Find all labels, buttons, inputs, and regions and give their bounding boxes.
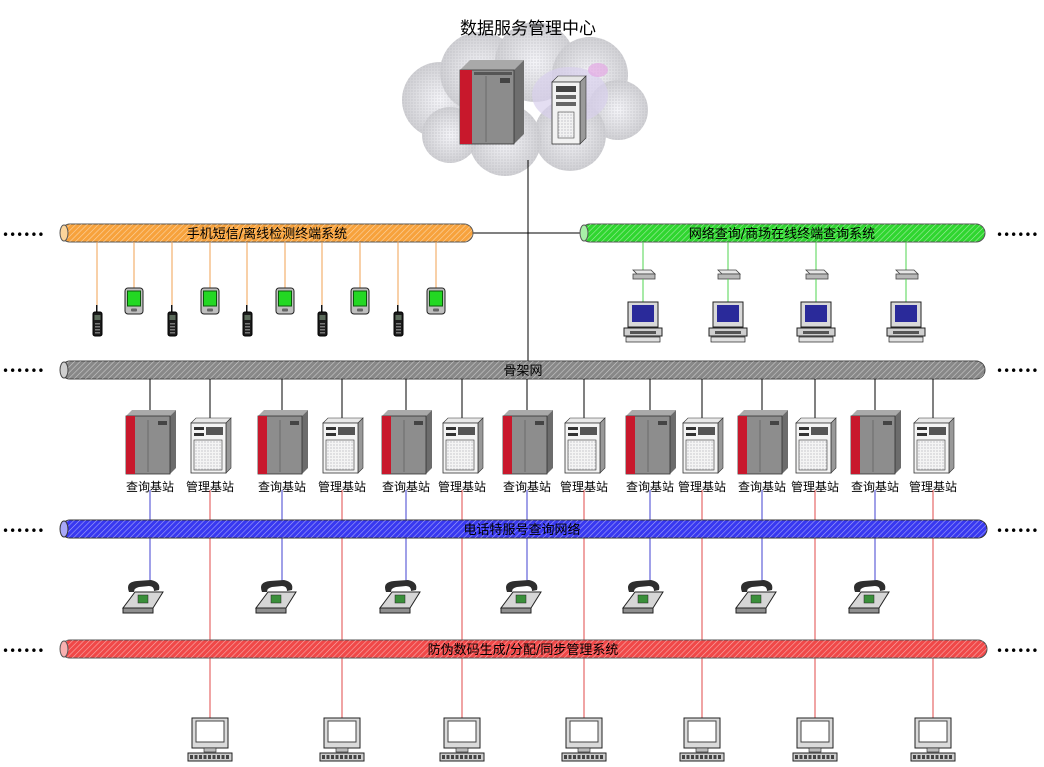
pda-icon bbox=[200, 287, 220, 315]
rack-server-icon bbox=[502, 410, 553, 475]
anti-bus-right-dots: •••••• bbox=[996, 644, 1038, 658]
station-group: 查询基站管理基站 bbox=[850, 410, 957, 494]
terminal-computer-icon bbox=[910, 717, 956, 762]
rack-server-icon bbox=[737, 410, 788, 475]
management-station-label: 管理基站 bbox=[438, 479, 486, 494]
query-station-label: 查询基站 bbox=[382, 480, 430, 494]
telephone-icon bbox=[848, 580, 890, 614]
anti-bus: 防伪数码生成/分配/同步管理系统 bbox=[59, 639, 988, 659]
sms-bus: 手机短信/离线检测终端系统 bbox=[59, 223, 474, 243]
backbone-left-dots: •••••• bbox=[2, 364, 44, 378]
sms-bus-label: 手机短信/离线检测终端系统 bbox=[187, 226, 347, 242]
management-station-label: 管理基站 bbox=[791, 479, 839, 494]
telephone-icon bbox=[500, 580, 542, 614]
tower-server-icon bbox=[682, 417, 724, 474]
data-center-cloud: 数据服务管理中心 bbox=[402, 19, 648, 176]
telephone-icon bbox=[379, 580, 421, 614]
network-switch-icon bbox=[805, 269, 829, 280]
tower-server-icon bbox=[795, 417, 837, 474]
station-group: 查询基站管理基站 bbox=[625, 410, 726, 494]
desktop-computer-icon bbox=[886, 301, 926, 343]
rack-server-icon bbox=[381, 410, 432, 475]
rack-server-icon bbox=[850, 410, 901, 475]
tower-server-icon bbox=[442, 417, 484, 474]
mobile-phone-icon bbox=[393, 305, 404, 337]
mobile-phone-icon bbox=[92, 305, 103, 337]
rack-server-icon bbox=[257, 410, 308, 475]
station-groups: 查询基站管理基站查询基站管理基站查询基站管理基站查询基站管理基站查询基站管理基站… bbox=[125, 410, 957, 494]
query-station-label: 查询基站 bbox=[851, 480, 899, 494]
management-station-label: 管理基站 bbox=[678, 479, 726, 494]
sms-bus-left-dots: •••••• bbox=[2, 228, 44, 242]
desktop-computer-icon bbox=[796, 301, 836, 343]
network-switch-icon bbox=[717, 269, 741, 280]
network-switch-icon bbox=[632, 269, 656, 280]
phone-bus-left-dots: •••••• bbox=[2, 524, 44, 538]
data-center-tower-server-icon bbox=[551, 75, 587, 145]
telephone-icon bbox=[255, 580, 297, 614]
management-terminals bbox=[187, 717, 956, 762]
network-switch-icon bbox=[895, 269, 919, 280]
query-station-label: 查询基站 bbox=[258, 480, 306, 494]
tower-server-icon bbox=[322, 417, 364, 474]
query-station-label: 查询基站 bbox=[738, 480, 786, 494]
phone-bus: 电话特服号查询网络 bbox=[59, 519, 988, 539]
backbone-bus-label: 骨架网 bbox=[503, 364, 542, 379]
web-bus: 网络查询/商场在线终端查询系统 bbox=[579, 223, 986, 243]
station-group: 查询基站管理基站 bbox=[737, 410, 839, 494]
pda-icon bbox=[426, 287, 446, 315]
phone-bus-label: 电话特服号查询网络 bbox=[463, 522, 580, 538]
pda-icon bbox=[124, 287, 144, 315]
management-station-label: 管理基站 bbox=[186, 479, 234, 494]
station-group: 查询基站管理基站 bbox=[257, 410, 366, 494]
terminal-computer-icon bbox=[187, 717, 233, 762]
rack-server-icon bbox=[125, 410, 176, 475]
mobile-phone-icon bbox=[317, 305, 328, 337]
data-center-title: 数据服务管理中心 bbox=[460, 19, 596, 39]
rack-server-icon bbox=[625, 410, 676, 475]
mobile-phone-icon bbox=[167, 305, 178, 337]
phone-bus-right-dots: •••••• bbox=[996, 524, 1038, 538]
web-bus-label: 网络查询/商场在线终端查询系统 bbox=[689, 226, 875, 242]
tower-server-icon bbox=[913, 417, 955, 474]
web-bus-right-dots: •••••• bbox=[996, 228, 1038, 242]
sms-devices bbox=[92, 242, 446, 337]
web-devices bbox=[623, 242, 926, 343]
anti-bus-left-dots: •••••• bbox=[2, 644, 44, 658]
station-group: 查询基站管理基站 bbox=[125, 410, 234, 494]
pda-icon bbox=[350, 287, 370, 315]
backbone-right-dots: •••••• bbox=[996, 364, 1038, 378]
terminal-computer-icon bbox=[792, 717, 838, 762]
terminal-computer-icon bbox=[561, 717, 607, 762]
query-station-label: 查询基站 bbox=[126, 480, 174, 494]
mobile-phone-icon bbox=[242, 305, 253, 337]
terminal-computer-icon bbox=[439, 717, 485, 762]
station-group: 查询基站管理基站 bbox=[381, 410, 486, 494]
telephone-icon bbox=[122, 580, 164, 614]
query-station-label: 查询基站 bbox=[626, 480, 674, 494]
tower-server-icon bbox=[190, 417, 232, 474]
terminal-computer-icon bbox=[319, 717, 365, 762]
station-group: 查询基站管理基站 bbox=[502, 410, 608, 494]
telephone-icon bbox=[735, 580, 777, 614]
anti-bus-label: 防伪数码生成/分配/同步管理系统 bbox=[428, 642, 619, 658]
pda-icon bbox=[275, 287, 295, 315]
terminal-computer-icon bbox=[679, 717, 725, 762]
management-station-label: 管理基站 bbox=[560, 479, 608, 494]
desktop-computer-icon bbox=[623, 301, 663, 343]
data-center-rack-server-icon bbox=[459, 60, 524, 145]
desktop-computer-icon bbox=[708, 301, 748, 343]
telephones bbox=[122, 580, 890, 614]
telephone-icon bbox=[622, 580, 664, 614]
query-station-label: 查询基站 bbox=[503, 480, 551, 494]
management-station-label: 管理基站 bbox=[318, 479, 366, 494]
tower-server-icon bbox=[564, 417, 606, 474]
backbone-bus: 骨架网 bbox=[59, 360, 986, 380]
management-station-label: 管理基站 bbox=[909, 479, 957, 494]
